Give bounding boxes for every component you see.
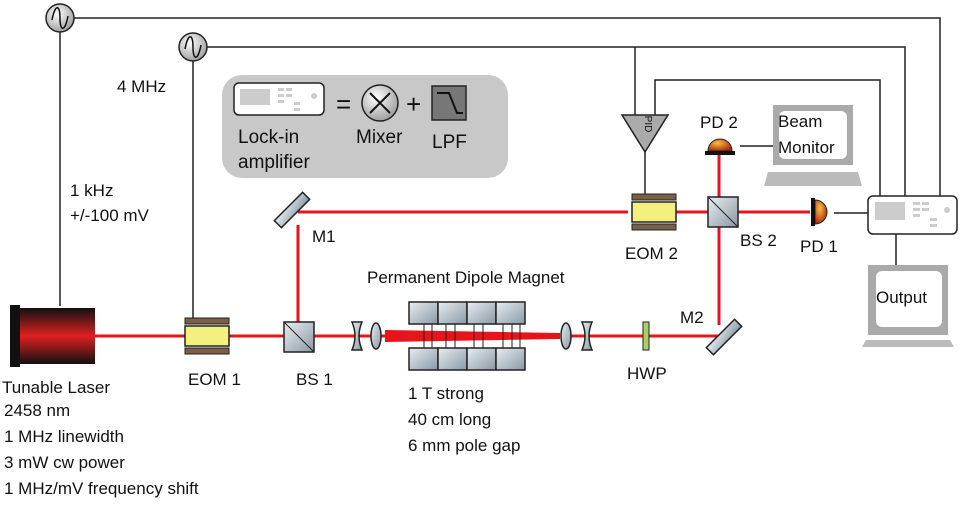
freq-4mhz-label: 4 MHz <box>117 77 166 96</box>
signal-wires <box>59 17 941 318</box>
output-label: Output <box>876 288 927 307</box>
eom-2 <box>631 193 677 231</box>
photodiode-1 <box>811 198 828 226</box>
pid-controller: PID <box>620 114 670 154</box>
eom2-label: EOM 2 <box>625 244 678 263</box>
magnet-field: 1 T strong <box>408 384 484 403</box>
m2-label: M2 <box>680 308 704 327</box>
beam-splitter-2 <box>707 196 739 228</box>
lens-group-right <box>560 321 594 351</box>
modulation-freq-label: 1 kHz <box>70 181 113 200</box>
lockin-label: Lock-in <box>238 127 299 148</box>
beam-monitor-label: Beam <box>778 112 822 131</box>
focused-beam <box>385 330 560 342</box>
beam-splitter-1 <box>283 321 315 353</box>
sine-wave-icon <box>51 7 69 29</box>
magnet-title: Permanent Dipole Magnet <box>367 268 565 287</box>
laser-power: 3 mW cw power <box>4 453 125 472</box>
laser-beam <box>95 155 810 338</box>
laser-linewidth: 1 MHz linewidth <box>4 427 124 446</box>
function-generator-4mhz <box>178 32 208 62</box>
mirror-m1 <box>273 191 311 229</box>
beam-monitor-computer <box>764 105 862 186</box>
laser-title: Tunable Laser <box>2 378 110 397</box>
dipole-magnet <box>408 301 526 371</box>
mirror-m2 <box>705 318 743 356</box>
bs2-label: BS 2 <box>740 231 777 250</box>
m1-label: M1 <box>312 227 336 246</box>
lockin-legend-panel: = + Lock-in amplifier Mixer LPF <box>222 75 508 178</box>
amplifier-label: amplifier <box>238 152 310 173</box>
lens-group-left <box>350 321 382 351</box>
bs1-label: BS 1 <box>296 370 333 389</box>
lpf-label: LPF <box>432 132 467 153</box>
magnet-length: 40 cm long <box>408 410 491 429</box>
mixer-label: Mixer <box>356 127 403 148</box>
tunable-laser <box>10 305 95 367</box>
laser-wavelength: 2458 nm <box>4 401 70 420</box>
plus-sign: + <box>406 89 421 119</box>
pd2-label: PD 2 <box>700 113 738 132</box>
lpf-icon <box>431 85 467 121</box>
beam-monitor-label-2: Monitor <box>778 138 835 157</box>
eom-1 <box>184 317 230 355</box>
modulation-amp-label: +/-100 mV <box>70 206 150 225</box>
laser-tuning: 1 MHz/mV frequency shift <box>4 479 199 498</box>
pd1-label: PD 1 <box>800 237 838 256</box>
photodiode-2 <box>705 138 735 155</box>
half-wave-plate <box>642 321 650 351</box>
lockin-amplifier-device <box>867 195 958 235</box>
function-generator-1khz <box>45 3 75 33</box>
output-computer <box>862 265 954 347</box>
hwp-label: HWP <box>627 364 667 383</box>
eom1-label: EOM 1 <box>188 370 241 389</box>
sine-wave-icon <box>184 36 202 58</box>
svg-text:PID: PID <box>642 116 653 133</box>
equals-sign: = <box>336 89 351 119</box>
magnet-gap: 6 mm pole gap <box>408 436 520 455</box>
